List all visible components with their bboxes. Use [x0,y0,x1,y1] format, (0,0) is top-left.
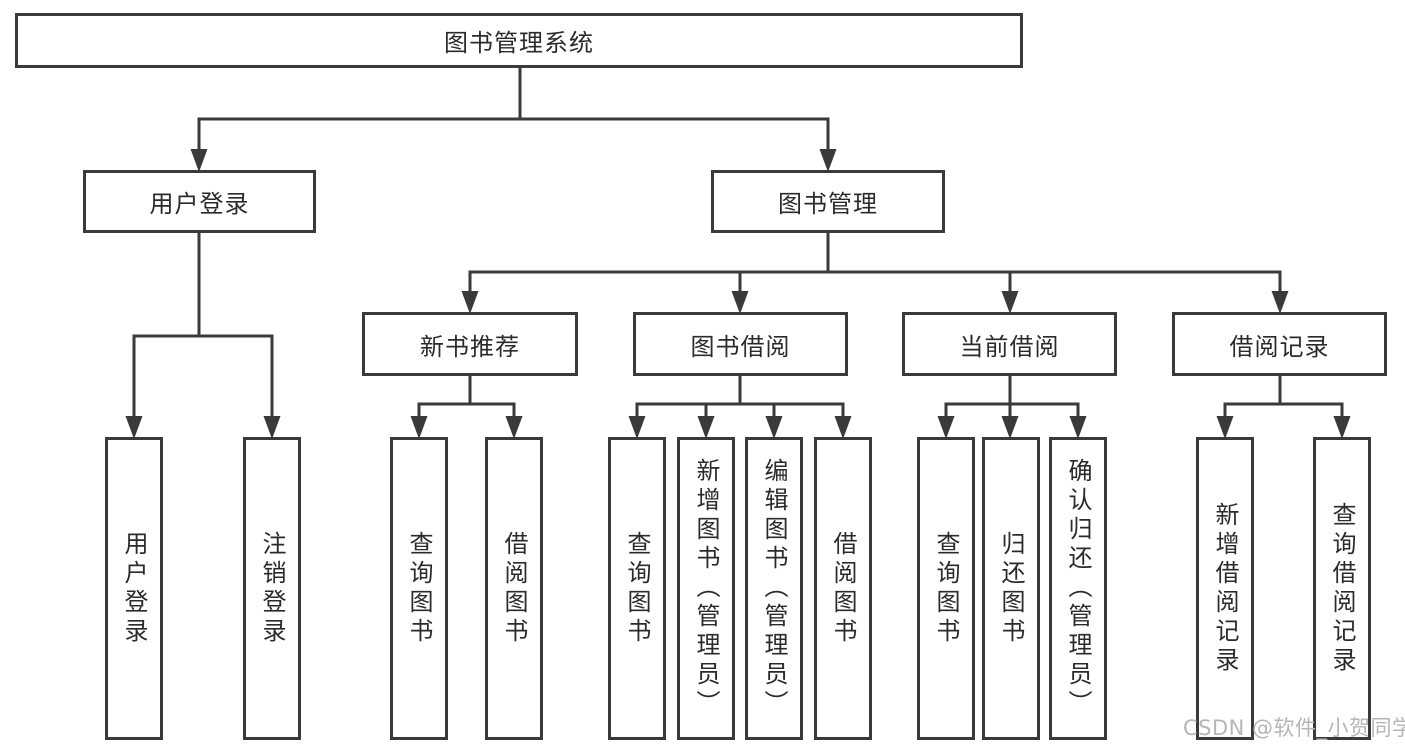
leaf-edit-books-admin: 编辑图书（管理员） [745,437,803,740]
leaf-query-books-current: 查询图书 [917,437,975,740]
node-label: 图书管理 [778,190,878,218]
node-label: 当前借阅 [959,332,1060,361]
leaf-return-books: 归还图书 [982,437,1040,740]
node-label: 查询图书 [405,530,433,647]
node-label: 注销登录 [258,530,286,647]
node-label: 查询借阅记录 [1328,501,1356,676]
node-label: 用户登录 [120,530,148,647]
node-label: 新书推荐 [420,332,520,361]
leaf-add-borrow-record: 新增借阅记录 [1196,437,1254,740]
node-label: 图书借阅 [690,332,791,361]
node-label: 借阅记录 [1229,332,1330,361]
arrowheads [125,149,1351,439]
leaf-confirm-return-admin: 确认归还（管理员） [1049,437,1107,740]
node-label: 图书管理系统 [444,29,594,57]
node-label: 新增图书（管理员） [692,458,720,719]
node-label: 确认归还（管理员） [1064,458,1092,719]
node-label: 新增借阅记录 [1211,501,1239,676]
node-new-book-recommend: 新书推荐 [362,312,578,376]
node-borrowing-records: 借阅记录 [1172,312,1387,376]
leaf-borrow-books-recommend: 借阅图书 [485,437,543,740]
leaf-add-books-admin: 新增图书（管理员） [677,437,735,740]
node-user-login: 用户登录 [83,170,316,233]
node-label: 编辑图书（管理员） [760,458,788,719]
leaf-query-borrow-record: 查询借阅记录 [1313,437,1371,740]
node-label: 查询图书 [623,530,651,647]
node-current-borrowing: 当前借阅 [902,312,1117,376]
leaf-borrow-books: 借阅图书 [814,437,872,740]
node-label: 借阅图书 [500,530,528,647]
leaf-user-login: 用户登录 [105,437,163,740]
leaf-query-books-recommend: 查询图书 [390,437,448,740]
node-label: 用户登录 [149,190,250,218]
node-root-system: 图书管理系统 [15,13,1023,68]
csdn-watermark: CSDN @软件_小贺同学 [1183,716,1405,740]
node-book-management: 图书管理 [711,170,945,233]
node-label: 借阅图书 [829,530,857,647]
node-book-borrowing: 图书借阅 [633,312,848,376]
node-label: 归还图书 [997,530,1025,647]
node-label: 查询图书 [932,530,960,647]
leaf-logout: 注销登录 [243,437,301,740]
leaf-query-books-borrowing: 查询图书 [608,437,666,740]
connector-lines [132,66,1344,417]
